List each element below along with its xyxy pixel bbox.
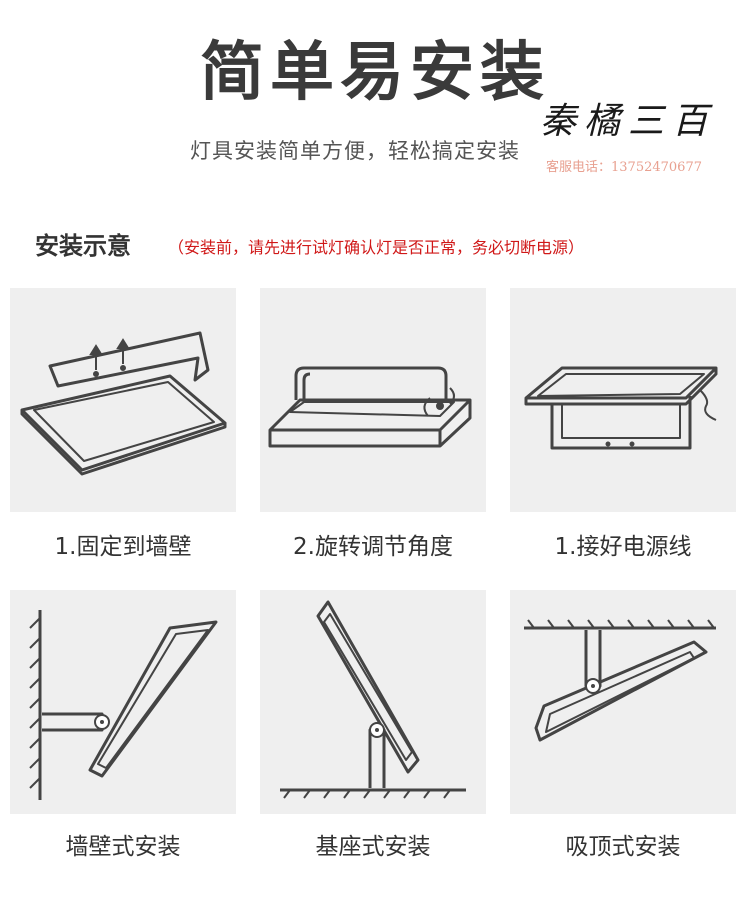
ceiling-mount-illustration <box>510 590 736 814</box>
safety-note: （安装前，请先进行试灯确认灯是否正常，务必切断电源） <box>168 238 585 257</box>
step-3-illustration <box>510 288 736 512</box>
wall-mount-icon <box>29 610 218 800</box>
wall-fix-icon <box>20 331 227 476</box>
base-mount-icon <box>280 600 466 799</box>
step-1-caption: 1.固定到墙壁 <box>54 534 192 560</box>
base-mount-illustration <box>260 590 486 814</box>
section-title: 安装示意 <box>35 232 131 260</box>
brand-watermark: 秦橘三百 <box>540 101 717 142</box>
wall-mount-illustration <box>10 590 236 814</box>
step-3-caption: 1.接好电源线 <box>554 534 692 560</box>
ceiling-mount-caption: 吸顶式安装 <box>565 834 681 860</box>
ceiling-mount-icon <box>524 619 716 742</box>
contact-phone: 客服电话：13752470677 <box>546 160 702 175</box>
base-mount-caption: 基座式安装 <box>315 834 431 860</box>
step-1-illustration <box>10 288 236 512</box>
power-cable-icon <box>524 366 718 450</box>
step-2-caption: 2.旋转调节角度 <box>293 534 453 560</box>
rotate-angle-icon <box>268 366 472 448</box>
main-title: 简单易安装 <box>200 36 550 110</box>
subtitle: 灯具安装简单方便，轻松搞定安装 <box>190 139 520 163</box>
wall-mount-caption: 墙壁式安装 <box>65 834 181 860</box>
step-2-illustration <box>260 288 486 512</box>
